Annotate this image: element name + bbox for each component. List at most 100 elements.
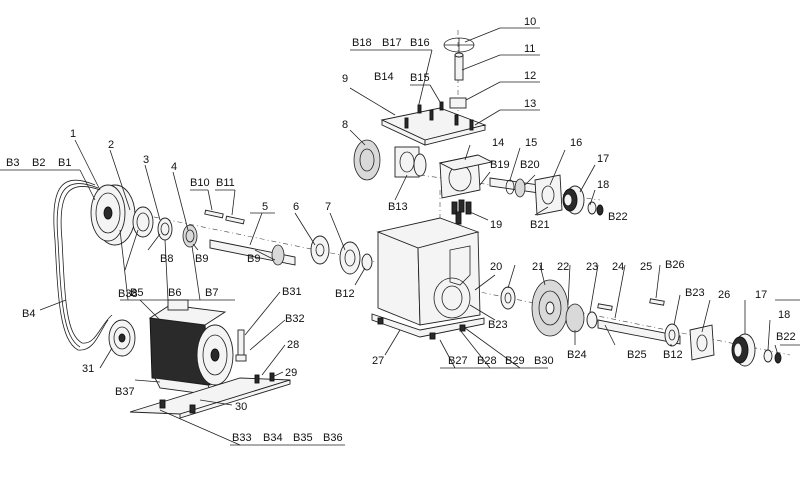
part-labels: B3 B2 B1 1 2 3 4 B10 B11 5 6 7 B8 B9 B9 … [6, 16, 796, 444]
label-B16: B16 [410, 37, 430, 49]
label-2: 2 [108, 139, 114, 151]
handwheel [443, 37, 475, 81]
label-31: 31 [82, 363, 94, 375]
label-B22-bottom: B22 [776, 331, 796, 343]
label-9: 9 [342, 73, 348, 85]
label-B28: B28 [477, 355, 497, 367]
leader-lines [0, 27, 800, 446]
label-28: 28 [287, 339, 299, 351]
label-17-bottom: 17 [755, 289, 767, 301]
label-B8: B8 [160, 253, 173, 265]
bearing-housing-left [394, 146, 427, 178]
bearing-b8 [157, 217, 173, 241]
output-shaft [597, 319, 681, 345]
label-29: 29 [285, 367, 297, 379]
top-cover-plate [380, 101, 487, 146]
label-17-top: 17 [597, 153, 609, 165]
label-B21: B21 [530, 219, 550, 231]
label-B25: B25 [627, 349, 647, 361]
label-11: 11 [524, 43, 535, 55]
nut-b22 [596, 204, 604, 216]
label-24: 24 [612, 261, 624, 273]
label-B9: B9 [195, 253, 208, 265]
key-b24 [597, 303, 613, 311]
output-pulley [731, 333, 782, 367]
label-8: 8 [342, 119, 348, 131]
label-18-top: 18 [597, 179, 609, 191]
label-3: 3 [143, 154, 149, 166]
label-B9-shaft: B9 [247, 253, 260, 265]
label-4: 4 [171, 161, 177, 173]
lock-block [449, 97, 467, 109]
label-B12: B12 [335, 288, 355, 300]
springs [451, 199, 472, 225]
bearing-seat [132, 206, 154, 238]
end-plate [534, 174, 563, 216]
label-16: 16 [570, 137, 582, 149]
label-B14: B14 [374, 71, 394, 83]
label-B7: B7 [205, 287, 218, 299]
label-6: 6 [293, 201, 299, 213]
label-B22-top: B22 [608, 211, 628, 223]
upper-pulley [562, 185, 585, 215]
label-B18: B18 [352, 37, 372, 49]
label-B33: B33 [232, 432, 252, 444]
key-b26 [649, 298, 665, 306]
motor-base [129, 372, 291, 419]
small-gear [182, 224, 198, 248]
electric-motor [148, 299, 234, 396]
label-B20: B20 [520, 159, 540, 171]
label-30: 30 [235, 401, 247, 413]
large-pulley [90, 184, 136, 246]
bearing-cover [339, 241, 373, 275]
label-B29: B29 [505, 355, 525, 367]
label-B26: B26 [665, 259, 685, 271]
gearbox-housing [371, 217, 485, 340]
label-19: 19 [490, 219, 502, 231]
label-5: 5 [262, 201, 268, 213]
label-B13: B13 [388, 201, 408, 213]
label-14: 14 [492, 137, 504, 149]
label-B19: B19 [490, 159, 510, 171]
label-23: 23 [586, 261, 598, 273]
label-B32: B32 [285, 313, 305, 325]
label-1: 1 [70, 128, 76, 140]
label-B30: B30 [534, 355, 554, 367]
label-B12-right: B12 [663, 349, 683, 361]
bearing-21 [500, 286, 516, 310]
label-21: 21 [532, 261, 544, 273]
flange [310, 235, 330, 265]
label-B34: B34 [263, 432, 283, 444]
label-B17: B17 [382, 37, 402, 49]
label-B23: B23 [488, 319, 508, 331]
label-22: 22 [557, 261, 569, 273]
label-18-bottom: 18 [778, 309, 790, 321]
worm-gear [353, 139, 381, 181]
label-B35: B35 [293, 432, 313, 444]
label-B36: B36 [323, 432, 343, 444]
label-B31: B31 [282, 286, 302, 298]
label-B2: B2 [32, 157, 45, 169]
label-B10: B10 [190, 177, 210, 189]
output-bearing [664, 323, 680, 347]
label-27: 27 [372, 355, 384, 367]
label-B24: B24 [567, 349, 587, 361]
label-B1: B1 [58, 157, 71, 169]
label-15: 15 [525, 137, 537, 149]
large-gear [531, 279, 569, 337]
label-B4: B4 [22, 308, 35, 320]
label-25: 25 [640, 261, 652, 273]
key-b11 [225, 215, 245, 225]
label-B3: B3 [6, 157, 19, 169]
washer-18 [587, 201, 597, 215]
key-b10 [204, 209, 224, 219]
output-cover-plate [689, 324, 715, 361]
v-belt [53, 179, 109, 351]
label-B11: B11 [216, 177, 235, 189]
label-B6: B6 [168, 287, 181, 299]
label-B15: B15 [410, 72, 430, 84]
label-B5: B5 [130, 287, 143, 299]
label-B27: B27 [448, 355, 468, 367]
